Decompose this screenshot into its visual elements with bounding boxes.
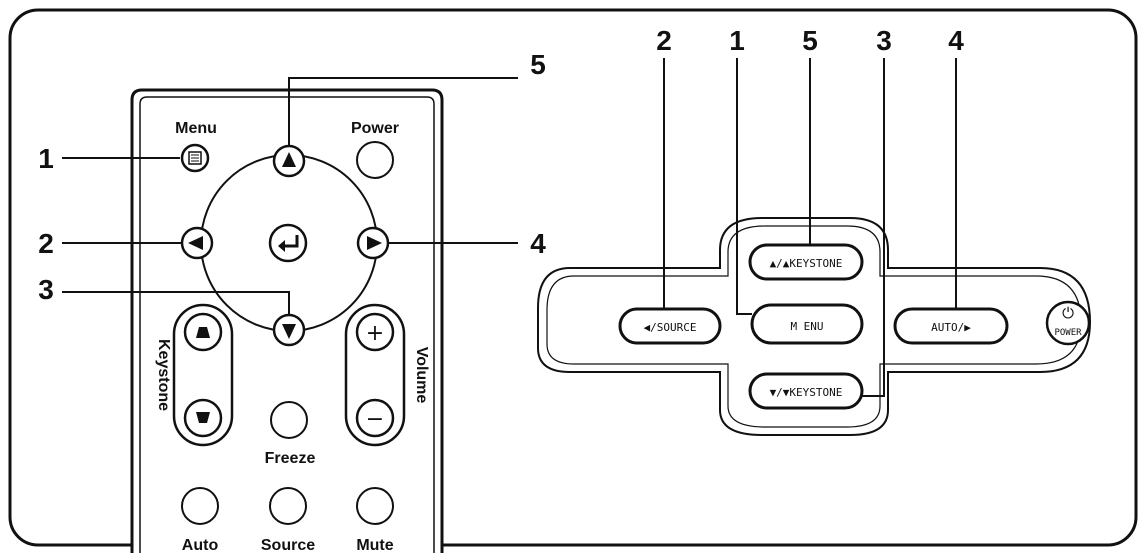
remote-keystone-up-button[interactable]: [183, 312, 223, 352]
panel-keystone-up-button[interactable]: ▲/▲KEYSTONE: [748, 243, 864, 281]
callout-number: 1: [729, 25, 745, 56]
down-arrow-icon: [282, 324, 296, 339]
remote-power-label: Power: [351, 120, 399, 137]
panel-callouts: 2 1 5 3 4: [656, 25, 964, 397]
keystone-up-icon: [196, 327, 210, 338]
remote-callouts: 1 2 3 4 5: [38, 49, 546, 315]
callout-number: 2: [38, 228, 54, 259]
remote-mute-label: Mute: [356, 537, 393, 553]
remote-volume-group: + − Volume: [344, 303, 430, 447]
power-icon: ⏻: [1062, 304, 1074, 322]
callout-number: 3: [38, 274, 54, 305]
remote-source-label: Source: [261, 537, 315, 553]
remote-freeze-label: Freeze: [265, 450, 316, 467]
panel-source-button[interactable]: ◀/SOURCE: [618, 307, 722, 345]
remote-volume-down-button[interactable]: −: [355, 398, 395, 438]
callout-line-down: [62, 291, 290, 315]
callout-number: 4: [948, 25, 964, 56]
callout-line-up: [288, 77, 518, 146]
keystone-down-icon: [196, 412, 210, 423]
callout-number: 3: [876, 25, 892, 56]
callout-number: 1: [38, 143, 54, 174]
panel-auto-label: AUTO/▶: [931, 321, 971, 334]
callout-line-menu-panel: [736, 58, 752, 315]
minus-icon: −: [366, 407, 384, 432]
remote-auto-label: Auto: [182, 537, 219, 553]
remote-auto-button[interactable]: [181, 487, 219, 525]
remote-freeze-button[interactable]: [270, 401, 308, 439]
left-arrow-icon: [188, 236, 203, 250]
callout-number: 5: [802, 25, 818, 56]
remote-left-button[interactable]: [180, 226, 214, 260]
remote-control: Menu Power: [130, 88, 444, 553]
callout-line-keystone-down: [862, 58, 885, 397]
remote-source-button[interactable]: [269, 487, 307, 525]
remote-enter-button[interactable]: [268, 223, 308, 263]
remote-mute-button[interactable]: [356, 487, 394, 525]
remote-right-button[interactable]: [356, 226, 390, 260]
remote-menu-label: Menu: [175, 120, 217, 137]
callout-number: 4: [530, 228, 546, 259]
remote-keystone-group: Keystone: [155, 303, 234, 447]
panel-keystone-down-label: ▼/▼KEYSTONE: [770, 386, 843, 399]
panel-menu-label: M ENU: [790, 320, 823, 333]
panel-source-label: ◀/SOURCE: [644, 321, 697, 334]
remote-keystone-label: Keystone: [155, 339, 172, 411]
right-arrow-icon: [367, 236, 382, 250]
remote-volume-label: Volume: [413, 347, 430, 404]
panel-outline-inner: [546, 225, 1082, 428]
panel-menu-button[interactable]: M ENU: [750, 303, 864, 345]
remote-up-button[interactable]: [272, 144, 306, 178]
callout-number: 2: [656, 25, 672, 56]
callout-number: 5: [530, 49, 546, 80]
remote-body-inner: [139, 96, 435, 553]
remote-down-button[interactable]: [272, 313, 306, 347]
remote-menu-button[interactable]: [180, 143, 210, 173]
panel-power-label: POWER: [1054, 328, 1082, 338]
remote-volume-up-button[interactable]: +: [355, 312, 395, 352]
remote-keystone-down-button[interactable]: [183, 398, 223, 438]
plus-icon: +: [366, 321, 384, 346]
panel-keystone-down-button[interactable]: ▼/▼KEYSTONE: [748, 372, 864, 410]
up-arrow-icon: [282, 152, 296, 167]
projector-panel: ▲/▲KEYSTONE ◀/SOURCE M ENU AUTO/▶ ▼/▼KEY…: [537, 217, 1092, 436]
panel-keystone-up-label: ▲/▲KEYSTONE: [770, 257, 843, 270]
panel-auto-button[interactable]: AUTO/▶: [893, 307, 1009, 345]
remote-power-button[interactable]: [356, 141, 394, 179]
enter-icon: [282, 235, 299, 248]
panel-power-button[interactable]: ⏻ POWER: [1045, 300, 1091, 346]
